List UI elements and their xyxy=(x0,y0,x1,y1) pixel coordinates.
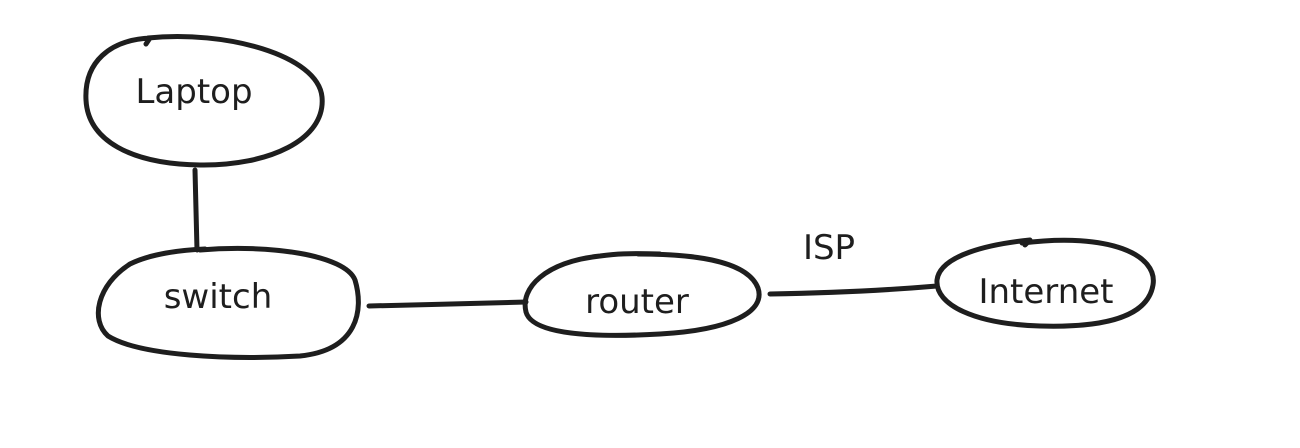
node-router[interactable]: router xyxy=(522,251,762,338)
node-laptop-label: Laptop xyxy=(135,72,252,112)
node-router-shape xyxy=(522,251,762,338)
node-internet-label: Internet xyxy=(978,272,1113,312)
edge-switch-router xyxy=(366,299,529,309)
node-laptop[interactable]: Laptop xyxy=(83,34,325,168)
node-internet-shape xyxy=(934,237,1156,329)
node-switch[interactable]: switch xyxy=(95,245,361,360)
node-router-label: router xyxy=(585,282,689,322)
edge-router-internet-label: ISP xyxy=(803,228,855,268)
node-laptop-shape xyxy=(83,34,325,168)
node-internet[interactable]: Internet xyxy=(934,237,1156,329)
edge-laptop-switch xyxy=(192,167,200,253)
edge-router-internet xyxy=(767,283,940,297)
node-switch-shape xyxy=(95,245,361,360)
node-switch-label: switch xyxy=(164,277,273,317)
